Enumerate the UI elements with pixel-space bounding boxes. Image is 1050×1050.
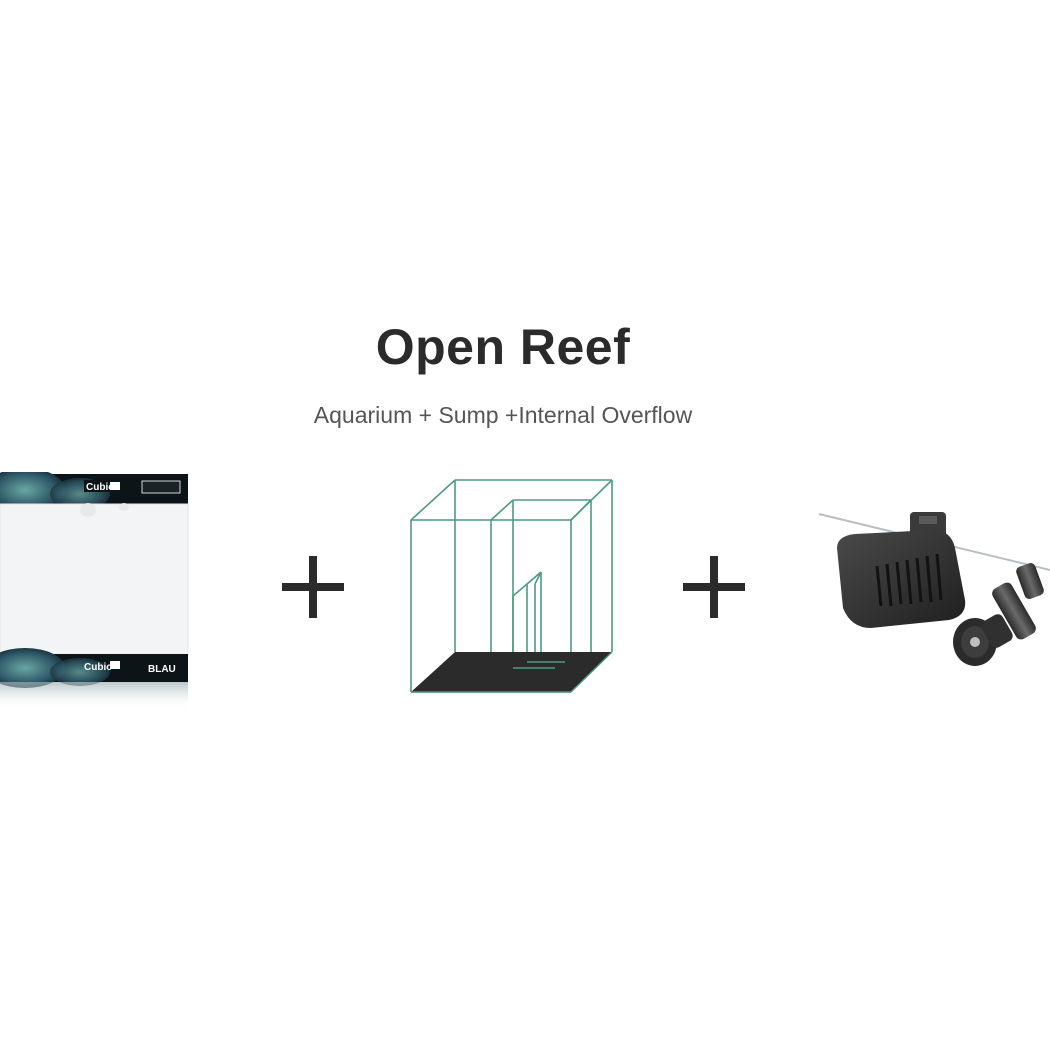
aquarium-brand: BLAU <box>148 664 176 675</box>
sump-wireframe-icon <box>410 479 613 693</box>
aquarium-label-bottom: Cubic <box>84 662 112 673</box>
plus-icon <box>683 556 745 618</box>
page-title: Open Reef <box>375 319 631 375</box>
plus-icon <box>282 556 344 618</box>
page-subtitle: Aquarium + Sump +Internal Overflow <box>313 402 693 428</box>
overflow-product <box>815 508 1050 680</box>
aquarium-tank-icon: Cubic Cubic BLAU <box>0 468 189 710</box>
sump-product <box>405 476 617 698</box>
internal-overflow-box-icon <box>818 512 1050 666</box>
aquarium-label-top: Cubic <box>86 482 114 493</box>
aquarium-product: Cubic Cubic BLAU <box>0 468 190 712</box>
